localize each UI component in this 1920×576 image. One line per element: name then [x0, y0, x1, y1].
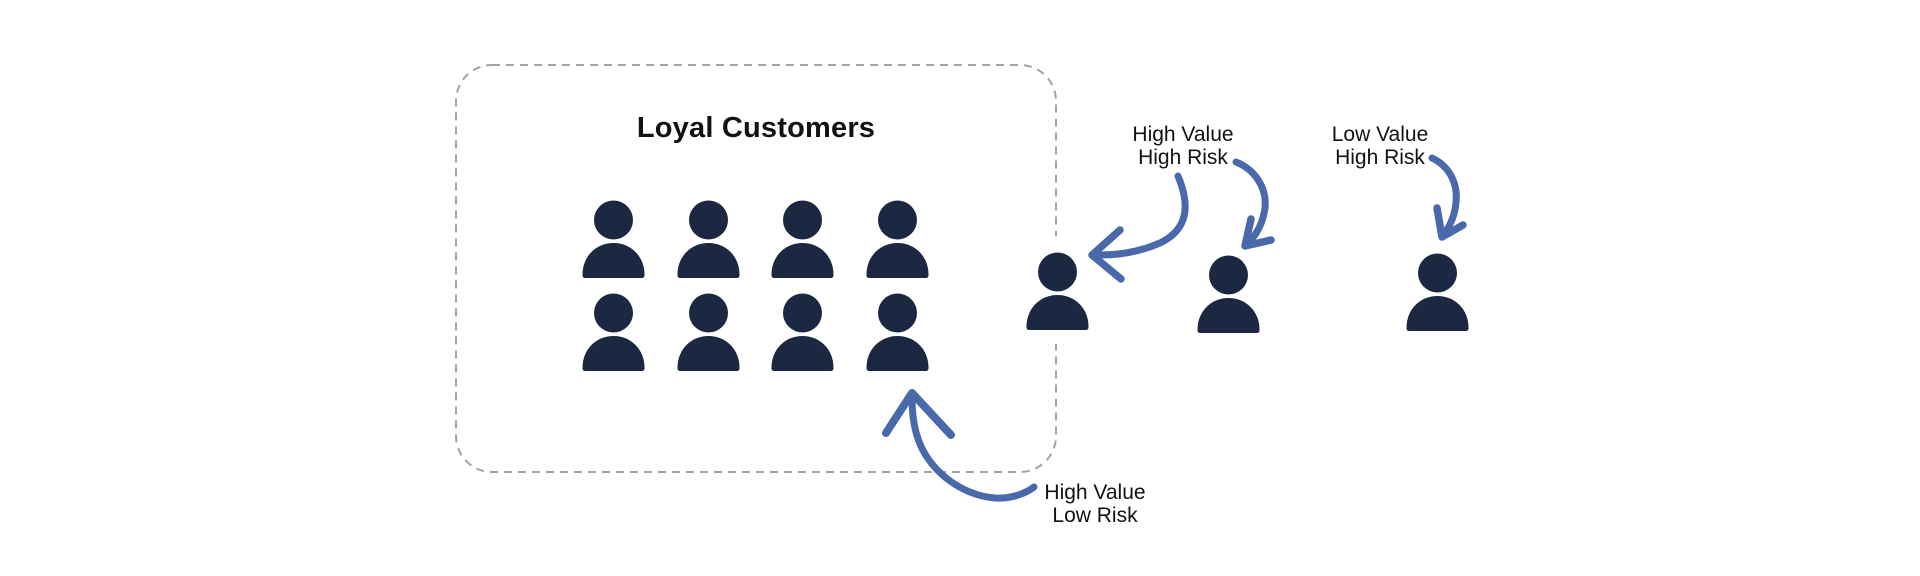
curved-arrow-icon [1232, 158, 1275, 250]
curved-arrow-icon [1088, 172, 1189, 283]
annotation-arrows [882, 154, 1467, 502]
label-line: High Value [1132, 123, 1234, 146]
person-icon [582, 200, 645, 278]
label-line: High Risk [1335, 145, 1425, 169]
person-icon [582, 293, 645, 371]
label-line: High Value [1044, 481, 1146, 504]
label-line: Low Risk [1052, 503, 1138, 527]
loyal-customers-box [455, 64, 1057, 473]
curved-arrow-icon [882, 389, 1038, 502]
loyal-customers-title: Loyal Customers [636, 112, 876, 144]
person-icon [771, 293, 834, 371]
outside-customers [1026, 252, 1469, 333]
loyal-customers-group [582, 200, 929, 371]
curved-arrow-icon [1428, 154, 1467, 241]
person-icon [677, 200, 740, 278]
label-low-value-high-risk: Low Value High Risk [1280, 123, 1480, 169]
person-icon-high-value-high-risk-1 [1026, 252, 1089, 330]
label-high-value-high-risk: High Value High Risk [1083, 123, 1283, 169]
label-line: High Risk [1138, 145, 1228, 169]
person-icon [771, 200, 834, 278]
label-line: Low Value [1331, 123, 1429, 146]
person-icon [677, 293, 740, 371]
label-high-value-low-risk: High Value Low Risk [995, 481, 1195, 527]
person-icon-low-value-high-risk [1406, 253, 1469, 331]
person-icon-high-value-high-risk-2 [1197, 255, 1260, 333]
person-icon [866, 293, 929, 371]
person-icon [866, 200, 929, 278]
